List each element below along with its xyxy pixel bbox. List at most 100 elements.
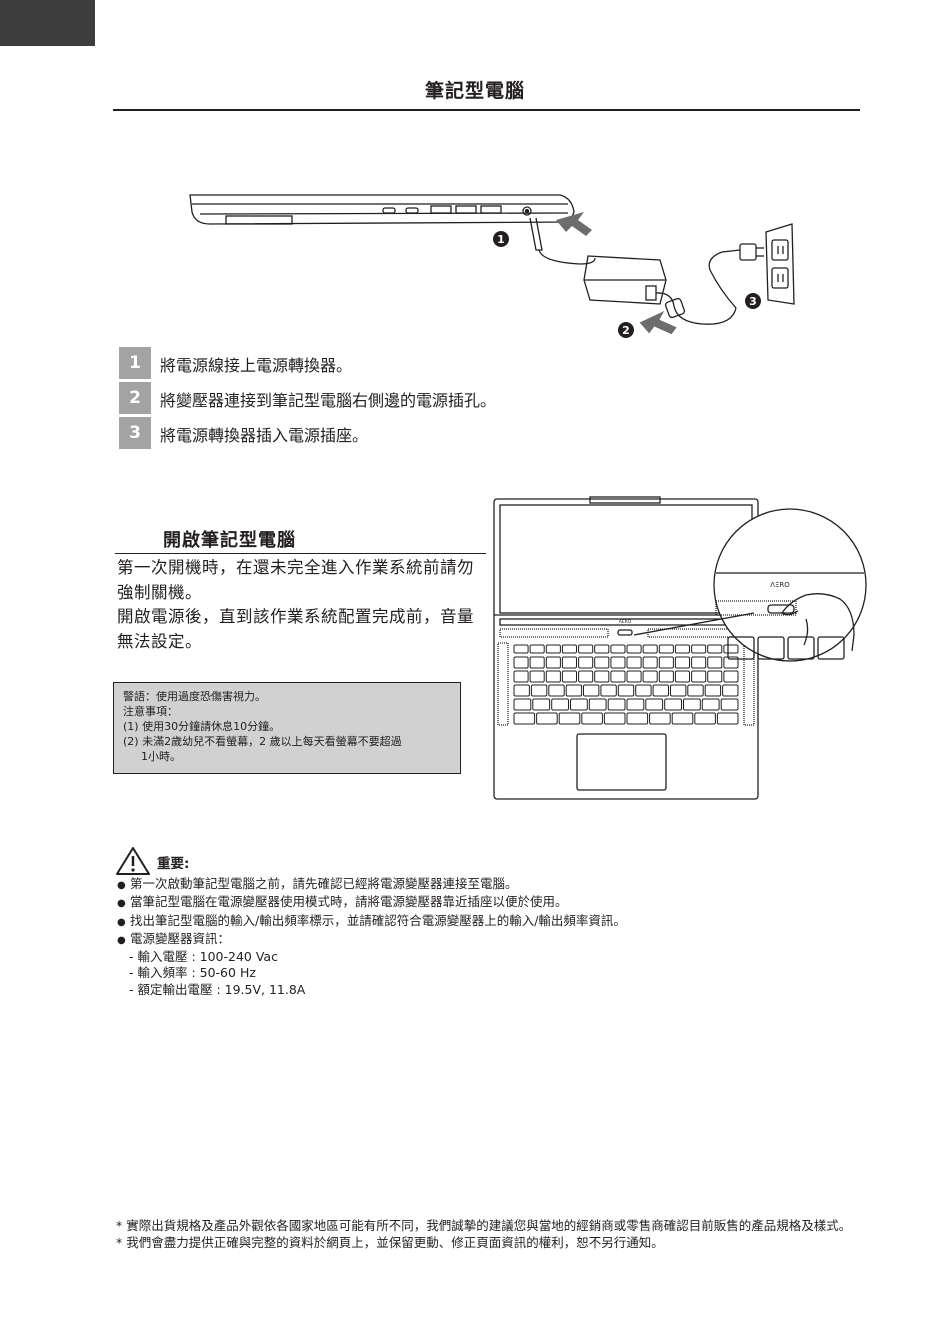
keyboard-key [617,684,635,697]
keyboard [513,644,739,725]
important-list: ●第一次啟動筆記型電腦之前，請先確認已經將電源變壓器連接至電腦。 ●當筆記型電腦… [117,876,626,998]
keyboard-key [723,656,739,669]
keyboard-key [545,644,561,654]
keyboard-key [691,644,707,654]
keyboard-key [603,712,626,725]
vision-warning-box: 警語：使用過度恐傷害視力。 注意事項： (1) 使用30分鐘請休息10分鐘。 (… [113,682,461,774]
keyboard-key [513,712,536,725]
keyboard-key [704,684,722,697]
callout-num-3: 3 [749,295,757,308]
power-on-heading: 開啟筆記型電腦 [163,530,296,551]
keyboard-key [581,712,603,725]
adapter-output-voltage: - 額定輸出電壓 : 19.5V, 11.8A [129,981,306,997]
keyboard-key [513,698,532,711]
keyboard-key [545,656,561,669]
keyboard-key [610,656,626,669]
intro-paragraph-1: 第一次開機時，在還未完全進入作業系統前請勿強制關機。 [117,558,474,602]
keyboard-key [536,712,558,725]
keyboard-key [558,712,581,725]
footnote-1: * 實際出貨規格及產品外觀依各國家地區可能有所不同，我們誠摯的建議您與當地的經銷… [116,1218,852,1233]
keyboard-key [642,670,658,683]
keyboard-key [716,712,739,725]
keyboard-key [691,670,707,683]
warning-line-1: 警語：使用過度恐傷害視力。 [123,690,266,703]
keyboard-key [548,684,565,697]
bullet-dot: ● [117,916,126,928]
keyboard-key [588,698,607,711]
keyboard-key [626,644,642,654]
keyboard-key [694,712,716,725]
keyboard-key [707,670,723,683]
title-rule [113,109,860,111]
intro-paragraph-2: 開啟電源後，直到該作業系統配置完成前，音量無法設定。 [117,607,474,651]
keyboard-key [610,644,626,654]
keyboard-key [565,684,583,697]
keyboard-key [607,698,626,711]
keyboard-key [649,712,671,725]
keyboard-key [691,656,707,669]
keyboard-key [683,698,701,711]
callout-dot-2 [618,322,634,338]
keyboard-key [664,698,682,711]
adapter-input-frequency: - 輸入頻率 : 50-60 Hz [129,965,256,981]
keyboard-key [670,684,687,697]
keyboard-key [720,698,739,711]
step-3-number: 3 [119,417,151,449]
keyboard-key [561,670,578,683]
keyboard-key [529,670,545,683]
keyboard-key [707,644,723,654]
keyboard-key [687,684,704,697]
keyboard-key [642,644,658,654]
laptop-brand-small: AERO [619,619,632,625]
keyboard-key [578,644,594,654]
bullet-dot: ● [117,934,126,946]
keyboard-key [570,698,588,711]
keyboard-key [529,656,545,669]
keyboard-key [513,656,529,669]
keyboard-key [626,712,649,725]
callout-dot-3 [745,293,761,309]
keyboard-key [513,684,530,697]
keyboard-key [626,698,645,711]
keyboard-key [658,656,674,669]
keyboard-key [600,684,617,697]
warning-line-2: 注意事項： [123,705,178,718]
keyboard-key [674,670,690,683]
keyboard-key [626,670,642,683]
section-rule [115,553,486,554]
keyboard-key [513,670,529,683]
page-title: 筆記型電腦 [424,80,525,102]
keyboard-key [722,684,739,697]
keyboard-key [674,656,690,669]
zoom-circle [713,508,867,662]
keyboard-key [658,644,674,654]
adapter-input-voltage: - 輸入電壓 : 100-240 Vac [129,949,278,965]
keyboard-key [532,698,551,711]
keyboard-key [594,670,610,683]
keyboard-key [545,670,561,683]
warning-line-3: (1) 使用30分鐘請休息10分鐘。 [123,720,281,733]
keyboard-key [658,670,674,683]
step-2-text: 將變壓器連接到筆記型電腦右側邊的電源插孔。 [160,391,497,410]
laptop-power-button-illustration: AERO ΛΞRO [493,496,867,800]
callout-num-2: 2 [622,324,630,337]
keyboard-key [594,656,610,669]
footnotes: * 實際出貨規格及產品外觀依各國家地區可能有所不同，我們誠摯的建議您與當地的經銷… [116,1217,861,1251]
keyboard-key [635,684,652,697]
keyboard-key [578,670,594,683]
step-3-text: 將電源轉換器插入電源插座。 [160,426,369,445]
step-1-number: 1 [119,347,151,379]
keyboard-key [626,656,642,669]
keyboard-key [530,684,548,697]
keyboard-key [707,656,723,669]
warning-line-5: 1小時。 [141,750,181,763]
keyboard-key [642,656,658,669]
keyboard-key [583,684,600,697]
step-2-number: 2 [119,382,151,414]
important-bullet-2: ●當筆記型電腦在電源變壓器使用模式時，請將電源變壓器靠近插座以便於使用。 [117,894,626,912]
warning-line-4: (2) 未滿2歲幼兒不看螢幕，2 歲以上每天看螢幕不要超過 [123,735,402,748]
footnote-2: * 我們會盡力提供正確與完整的資料於網頁上，並保留更動、修正頁面資訊的權利，恕不… [116,1235,664,1250]
important-heading: 重要: [157,856,190,872]
keyboard-key [674,644,690,654]
keyboard-key [652,684,670,697]
